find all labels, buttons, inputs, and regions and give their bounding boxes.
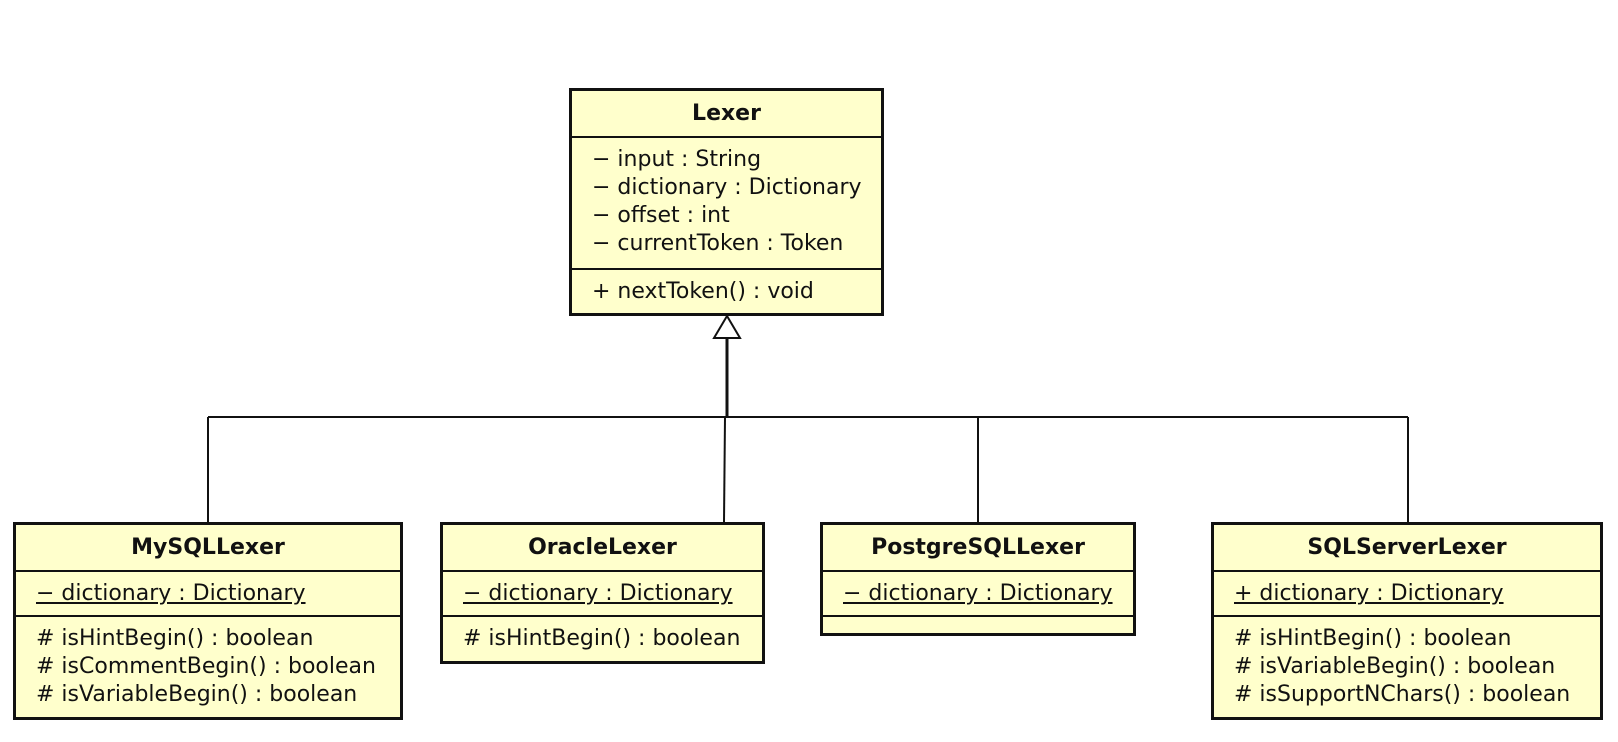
class-postgresqllexer[interactable]: PostgreSQLLexer − dictionary : Dictionar… [820, 522, 1136, 636]
operations-compartment [823, 615, 1133, 635]
attribute: − dictionary : Dictionary [592, 175, 862, 200]
operation: + nextToken() : void [592, 279, 814, 304]
class-name: OracleLexer [528, 535, 677, 560]
class-name: Lexer [692, 101, 761, 126]
class-lexer[interactable]: Lexer − input : String − dictionary : Di… [569, 88, 884, 316]
attribute: − dictionary : Dictionary [463, 581, 733, 606]
class-mysqllexer[interactable]: MySQLLexer − dictionary : Dictionary # i… [13, 522, 403, 720]
attributes-compartment: − input : String − dictionary : Dictiona… [572, 136, 881, 268]
operations-compartment: # isHintBegin() : boolean # isCommentBeg… [16, 615, 400, 717]
attribute: − currentToken : Token [592, 231, 844, 256]
operation: # isHintBegin() : boolean [36, 626, 314, 651]
attributes-compartment: − dictionary : Dictionary [16, 570, 400, 615]
operation: # isCommentBegin() : boolean [36, 654, 376, 679]
attribute: − dictionary : Dictionary [843, 581, 1113, 606]
branch-oracle-line [723, 416, 726, 523]
operations-compartment: # isHintBegin() : boolean # isVariableBe… [1214, 615, 1600, 717]
attributes-compartment: + dictionary : Dictionary [1214, 570, 1600, 615]
attribute: − input : String [592, 147, 762, 172]
generalization-lines [207, 338, 1409, 523]
operations-compartment: + nextToken() : void [572, 268, 881, 316]
attributes-compartment: − dictionary : Dictionary [823, 570, 1133, 615]
attributes-compartment: − dictionary : Dictionary [443, 570, 762, 615]
operation: # isVariableBegin() : boolean [1234, 654, 1556, 679]
attribute: + dictionary : Dictionary [1234, 581, 1504, 606]
attribute: − offset : int [592, 203, 730, 228]
class-sqlserverlexer[interactable]: SQLServerLexer + dictionary : Dictionary… [1211, 522, 1603, 720]
attribute: − dictionary : Dictionary [36, 581, 306, 606]
operation: # isVariableBegin() : boolean [36, 682, 358, 707]
operations-compartment: # isHintBegin() : boolean [443, 615, 762, 661]
class-name: PostgreSQLLexer [871, 535, 1085, 560]
operation: # isHintBegin() : boolean [1234, 626, 1512, 651]
class-oraclelexer[interactable]: OracleLexer − dictionary : Dictionary # … [440, 522, 765, 664]
generalization-arrowhead-icon [712, 314, 742, 339]
class-name: SQLServerLexer [1307, 535, 1507, 560]
class-name: MySQLLexer [131, 535, 285, 560]
operation: # isHintBegin() : boolean [463, 626, 741, 651]
operation: # isSupportNChars() : boolean [1234, 682, 1571, 707]
